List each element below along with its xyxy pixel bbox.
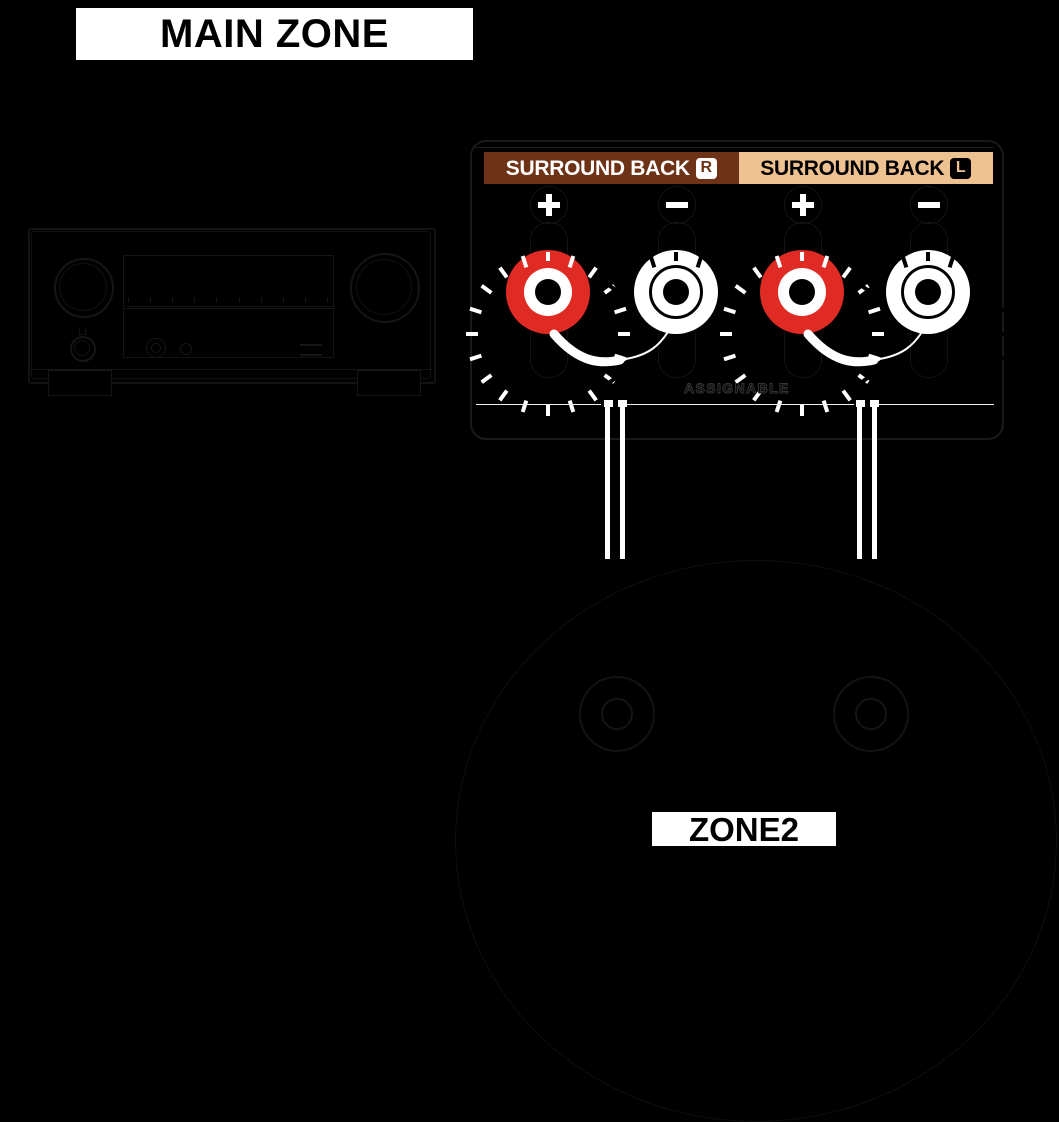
receiver-foot-left xyxy=(48,370,112,396)
surround-back-right-label: SURROUND BACK R xyxy=(484,152,739,184)
cable-sbl-negative xyxy=(857,407,862,559)
speaker-wire-sbl xyxy=(803,329,923,367)
polarity-minus-icon-sbr xyxy=(658,186,696,224)
power-button-inner xyxy=(74,340,90,356)
volume-knob-left-inner xyxy=(59,263,107,311)
cable-tab-2 xyxy=(618,400,627,407)
binding-post-sbl-negative[interactable] xyxy=(846,250,1010,416)
speaker-wire-sbr xyxy=(549,329,669,367)
channel-badge-l: L xyxy=(950,157,972,179)
receiver-display-window xyxy=(123,255,334,307)
zone2-title-label: ZONE2 xyxy=(688,812,800,846)
receiver-foot-right xyxy=(357,370,421,396)
surround-back-right-text: SURROUND BACK xyxy=(505,156,690,180)
setup-mic-jack xyxy=(180,343,192,355)
surround-back-left-label: SURROUND BACK L xyxy=(738,152,993,184)
cable-sbl-positive xyxy=(872,407,877,559)
assignable-label: ASSIGNABLE xyxy=(684,380,790,396)
receiver-slot-icon xyxy=(300,344,322,356)
binding-post-sbl-positive[interactable] xyxy=(720,250,884,416)
binding-post-sbr-negative[interactable] xyxy=(594,250,758,416)
binding-post-sbr-positive[interactable] xyxy=(466,250,630,416)
channel-badge-r: R xyxy=(695,157,717,179)
surround-back-left-text: SURROUND BACK xyxy=(760,156,945,180)
polarity-plus-icon-sbr xyxy=(530,186,568,224)
cable-sbr-negative xyxy=(605,407,610,559)
diagram-canvas: MAIN ZONE SURROUND BACK R SURROUN xyxy=(28,8,1057,1122)
terminal-label-bar: SURROUND BACK R SURROUND BACK L xyxy=(484,152,993,184)
volume-knob-right-inner xyxy=(356,259,412,315)
polarity-minus-icon-sbl xyxy=(910,186,948,224)
zone2-title: ZONE2 xyxy=(652,812,836,846)
cable-sbr-positive xyxy=(620,407,625,559)
polarity-plus-icon-sbl xyxy=(784,186,822,224)
main-zone-title-label: MAIN ZONE xyxy=(160,12,389,56)
post-hole xyxy=(663,279,689,305)
terminal-rule-right xyxy=(876,404,994,405)
power-symbol-icon xyxy=(79,327,86,335)
receiver-base-line xyxy=(30,369,432,370)
post-hole xyxy=(915,279,941,305)
terminal-rule-left xyxy=(476,404,601,405)
terminal-top-rule xyxy=(474,147,994,148)
post-hole xyxy=(789,279,815,305)
terminal-rule-mid xyxy=(622,404,854,405)
cable-tab-1 xyxy=(604,400,613,407)
main-zone-title: MAIN ZONE xyxy=(76,8,473,60)
post-hole xyxy=(535,279,561,305)
cable-tab-3 xyxy=(856,400,865,407)
receiver-display-ticks xyxy=(128,297,328,305)
headphone-jack-inner xyxy=(151,343,161,353)
cable-tab-4 xyxy=(870,400,879,407)
